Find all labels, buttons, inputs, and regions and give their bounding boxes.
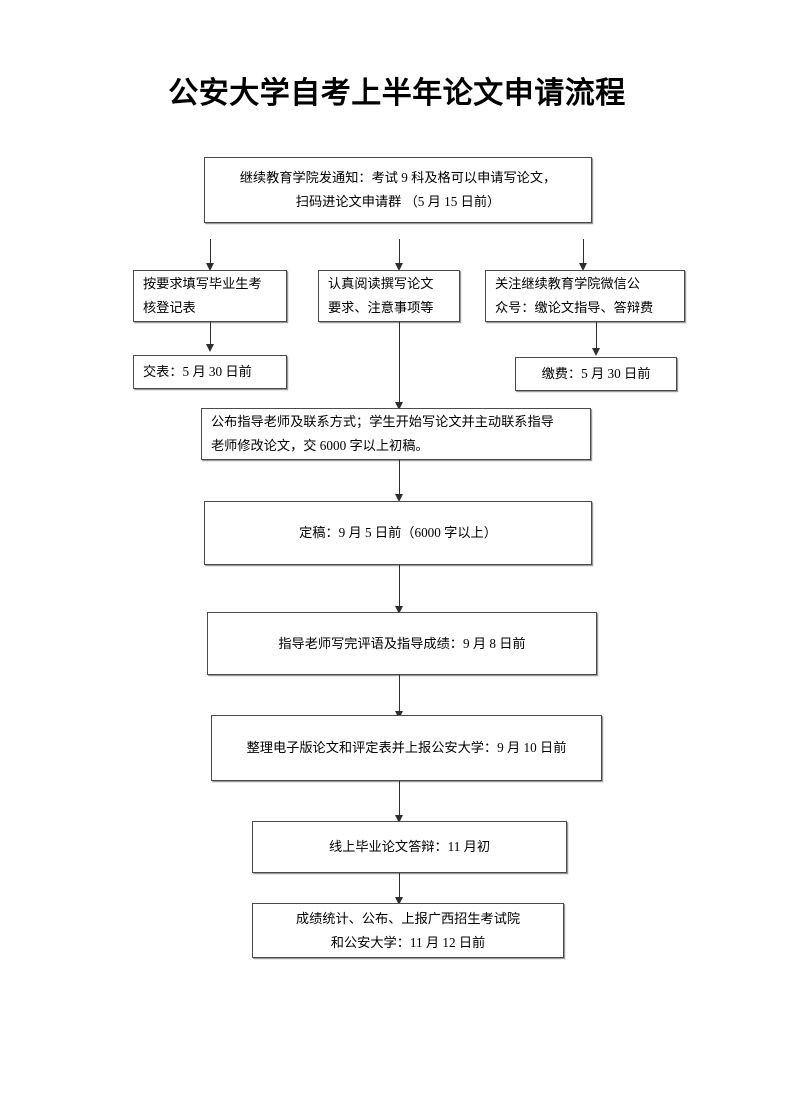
node-read-requirements-line-1: 认真阅读撰写论文 xyxy=(328,276,434,291)
arrowhead-online-defense-to-results-report xyxy=(395,897,403,905)
arrowhead-notice-to-follow-wechat xyxy=(579,263,587,271)
arrowhead-read-requirements-to-announce-advisor xyxy=(395,402,403,410)
node-read-requirements: 认真阅读撰写论文 要求、注意事项等 xyxy=(318,270,460,322)
node-fill-form-line-1: 按要求填写毕业生考 xyxy=(143,276,262,291)
node-compile-upload: 整理电子版论文和评定表并上报公安大学：9 月 10 日前 xyxy=(211,715,602,781)
node-fill-form: 按要求填写毕业生考 核登记表 xyxy=(133,270,287,322)
node-announce-advisor-line-2: 老师修改论文，交 6000 字以上初稿。 xyxy=(211,438,429,453)
node-pay-fee-line-1: 缴费：5 月 30 日前 xyxy=(541,366,651,381)
node-online-defense-line-1: 线上毕业论文答辩：11 月初 xyxy=(328,839,491,854)
node-fill-form-line-2: 核登记表 xyxy=(143,300,196,315)
node-compile-upload-line-1: 整理电子版论文和评定表并上报公安大学：9 月 10 日前 xyxy=(246,740,567,755)
edge-read-requirements-to-announce-advisor xyxy=(399,322,400,404)
edge-online-defense-to-results-report xyxy=(399,873,400,900)
edge-follow-wechat-to-pay-fee xyxy=(596,322,597,350)
node-advisor-comments: 指导老师写完评语及指导成绩：9 月 8 日前 xyxy=(207,612,597,675)
arrowhead-compile-upload-to-online-defense xyxy=(395,815,403,823)
edge-notice-to-fill-form xyxy=(210,239,211,265)
node-results-report-line-2: 和公安大学：11 月 12 日前 xyxy=(330,934,486,950)
arrowhead-follow-wechat-to-pay-fee xyxy=(592,348,600,356)
page-title: 公安大学自考上半年论文申请流程 xyxy=(168,77,626,110)
edge-announce-advisor-to-final-draft xyxy=(399,460,400,496)
node-notice-line-1: 继续教育学院发通知：考试 9 科及格可以申请写论文， xyxy=(239,170,557,185)
arrowhead-notice-to-read-requirements xyxy=(395,263,403,271)
node-results-report: 成绩统计、公布、上报广西招生考试院 和公安大学：11 月 12 日前 xyxy=(252,903,564,958)
node-submit-form-line-1: 交表：5 月 30 日前 xyxy=(143,364,252,379)
node-notice: 继续教育学院发通知：考试 9 科及格可以申请写论文， 扫码进论文申请群 （5 月… xyxy=(204,157,592,223)
node-notice-line-2: 扫码进论文申请群 （5 月 15 日前） xyxy=(295,194,501,209)
edge-notice-to-read-requirements xyxy=(399,239,400,265)
node-announce-advisor-line-1: 公布指导老师及联系方式；学生开始写论文并主动联系指导 xyxy=(211,414,554,429)
arrowhead-announce-advisor-to-final-draft xyxy=(395,494,403,502)
edge-compile-upload-to-online-defense xyxy=(399,781,400,819)
node-final-draft: 定稿：9 月 5 日前（6000 字以上） xyxy=(204,501,592,565)
edge-final-draft-to-advisor-comments xyxy=(399,565,400,610)
arrowhead-fill-form-to-submit-form xyxy=(206,344,214,352)
node-announce-advisor: 公布指导老师及联系方式；学生开始写论文并主动联系指导 老师修改论文，交 6000… xyxy=(201,408,591,460)
node-submit-form: 交表：5 月 30 日前 xyxy=(133,355,287,389)
node-results-report-line-1: 成绩统计、公布、上报广西招生考试院 xyxy=(295,910,521,926)
edge-fill-form-to-submit-form xyxy=(210,322,211,346)
node-advisor-comments-line-1: 指导老师写完评语及指导成绩：9 月 8 日前 xyxy=(278,635,526,651)
arrowhead-notice-to-fill-form xyxy=(206,263,214,271)
node-read-requirements-line-2: 要求、注意事项等 xyxy=(328,300,434,315)
node-follow-wechat-line-2: 众号：缴论文指导、答辩费 xyxy=(495,300,654,315)
node-follow-wechat: 关注继续教育学院微信公 众号：缴论文指导、答辩费 xyxy=(485,270,685,322)
arrowhead-final-draft-to-advisor-comments xyxy=(395,606,403,614)
node-final-draft-line-1: 定稿：9 月 5 日前（6000 字以上） xyxy=(299,525,497,540)
node-follow-wechat-line-1: 关注继续教育学院微信公 xyxy=(495,276,641,291)
node-online-defense: 线上毕业论文答辩：11 月初 xyxy=(252,821,567,873)
edge-advisor-comments-to-compile-upload xyxy=(399,675,400,715)
edge-notice-to-follow-wechat xyxy=(583,239,584,265)
node-pay-fee: 缴费：5 月 30 日前 xyxy=(515,357,677,391)
